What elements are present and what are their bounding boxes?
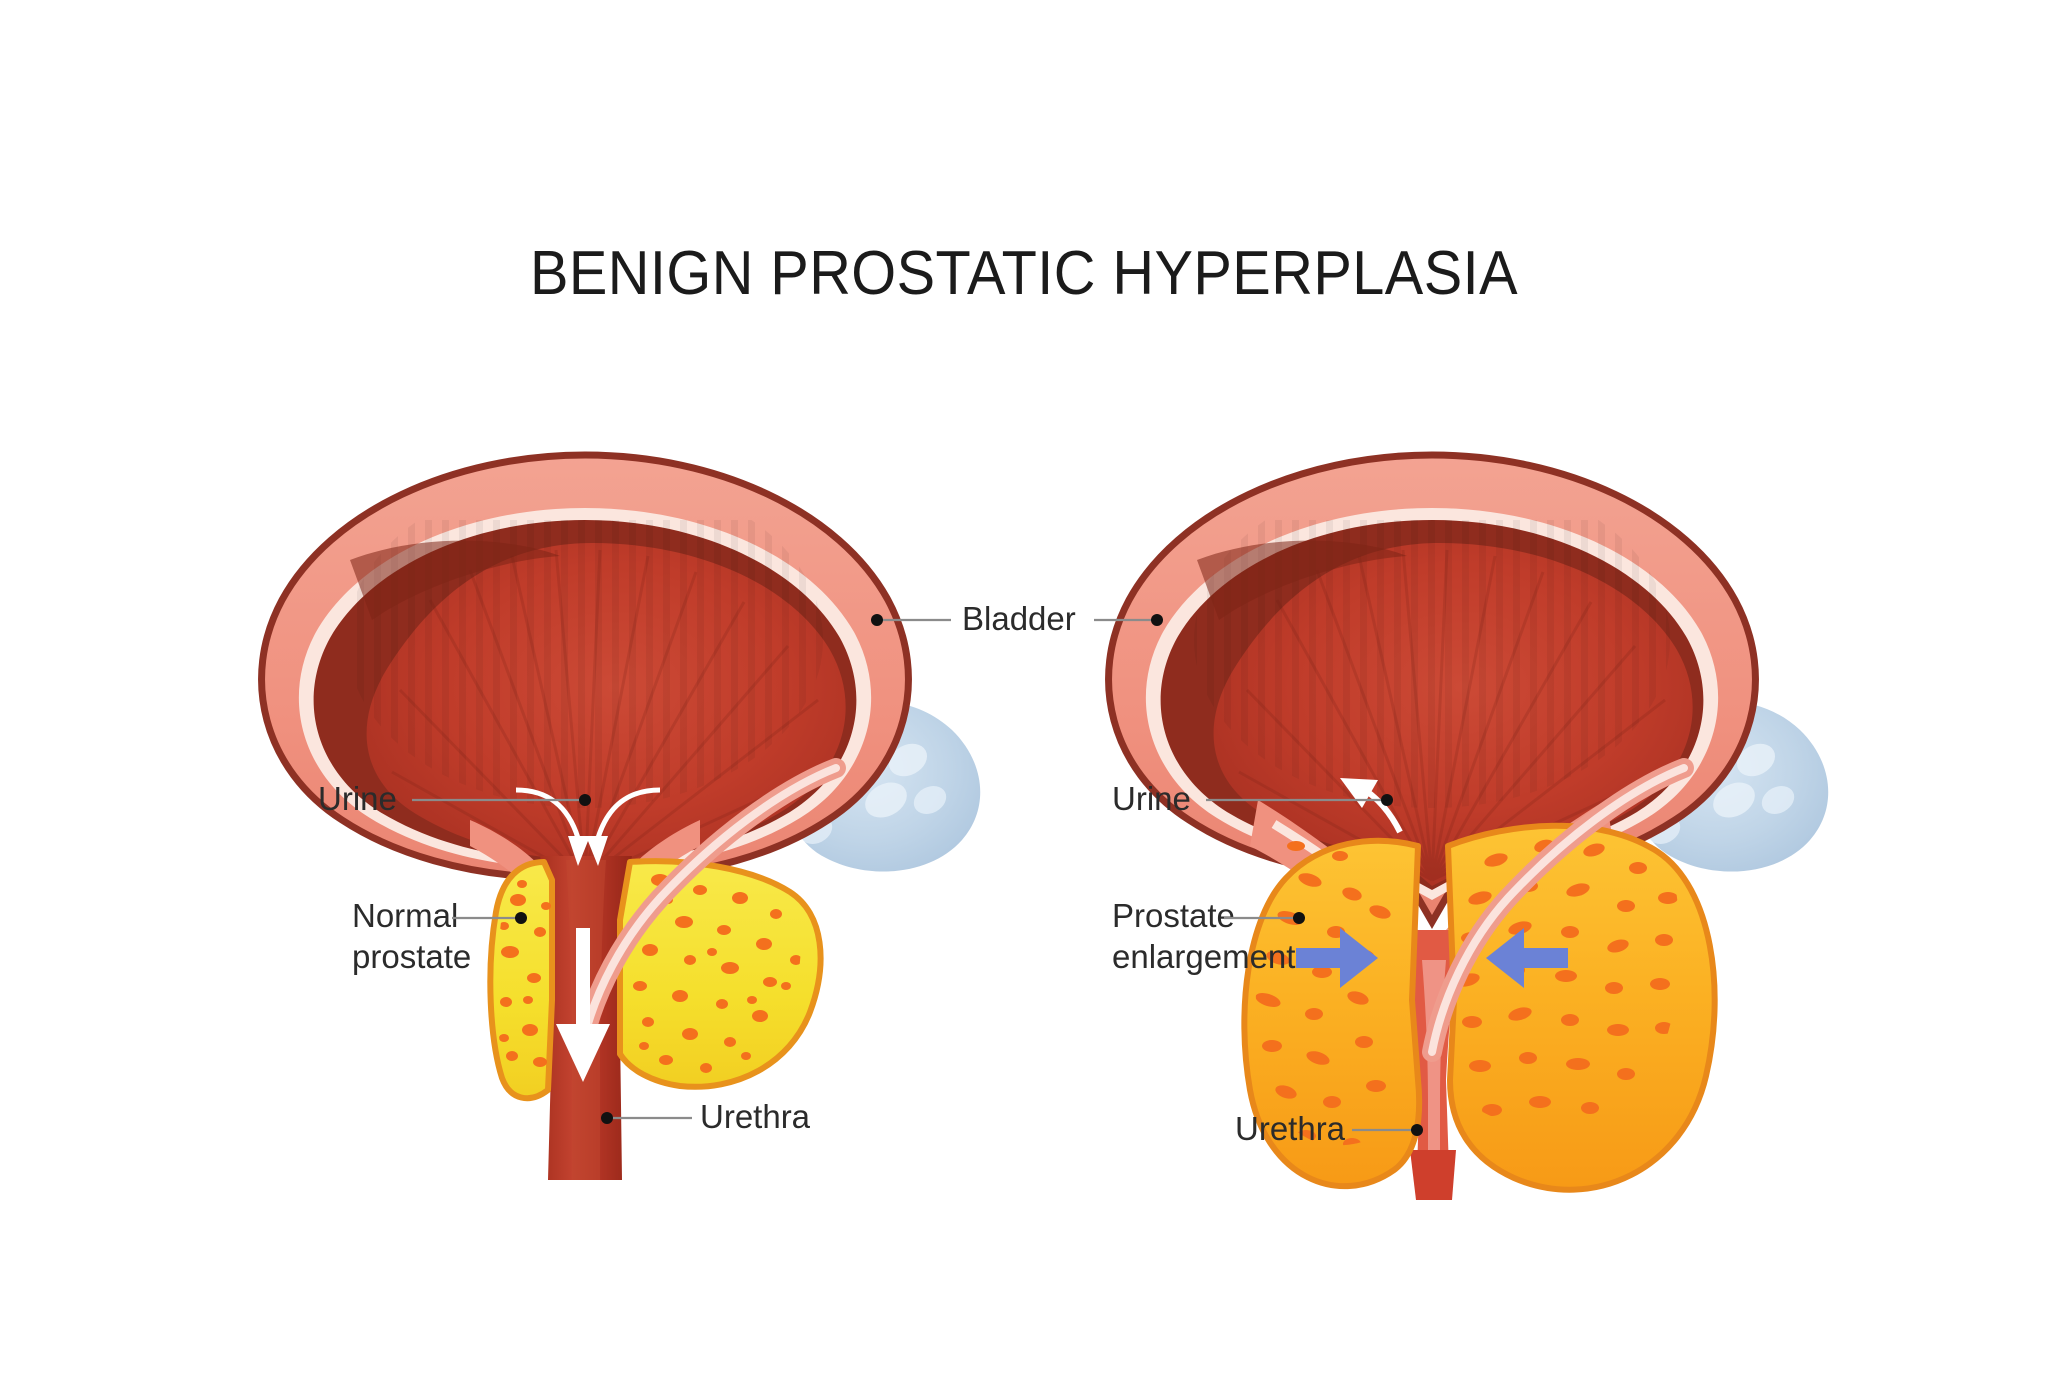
compression-arrows bbox=[1296, 928, 1568, 988]
label-urine-right-text: Urine bbox=[1112, 780, 1191, 817]
leader-dot-urine-left bbox=[579, 794, 591, 806]
leader-dot-normal-prostate bbox=[515, 912, 527, 924]
label-normal-prostate-line1: Normal bbox=[352, 897, 458, 934]
panel-normal-anatomy bbox=[258, 451, 981, 1180]
bladder-fan-striations-left bbox=[391, 549, 819, 882]
label-urethra-left-text: Urethra bbox=[700, 1098, 811, 1135]
leader-dot-urine-right bbox=[1381, 794, 1393, 806]
page-title: BENIGN PROSTATIC HYPERPLASIA bbox=[529, 239, 1519, 308]
ejaculatory-duct-left bbox=[574, 758, 846, 1048]
leader-dot-bladder-right bbox=[1151, 614, 1163, 626]
label-bladder-text: Bladder bbox=[962, 600, 1076, 637]
ejaculatory-duct-right bbox=[1422, 758, 1694, 1062]
label-normal-prostate: Normal prostate bbox=[352, 897, 527, 975]
label-bladder: Bladder bbox=[871, 600, 1163, 637]
label-urine-right: Urine bbox=[1112, 780, 1393, 817]
bladder-left bbox=[258, 451, 912, 930]
prostate-enlarged-right bbox=[1241, 822, 1718, 1193]
label-prostate-enlargement-line2: enlargement bbox=[1112, 938, 1295, 975]
leader-dot-prostate-enlargement bbox=[1293, 912, 1305, 924]
panel-bph bbox=[1105, 451, 1829, 1200]
label-urine-left-text: Urine bbox=[318, 780, 397, 817]
urine-flow-arrows-left bbox=[515, 787, 661, 1082]
label-urethra-right-text: Urethra bbox=[1235, 1110, 1346, 1147]
label-prostate-enlargement-line1: Prostate bbox=[1112, 897, 1235, 934]
leader-dot-urethra-left bbox=[601, 1112, 613, 1124]
label-urethra-left: Urethra bbox=[601, 1098, 811, 1135]
label-prostate-enlargement: Prostate enlargement bbox=[1112, 897, 1305, 975]
label-normal-prostate-line2: prostate bbox=[352, 938, 471, 975]
urine-obstruction-arrow-right bbox=[1340, 778, 1403, 834]
label-urine-left: Urine bbox=[318, 780, 591, 817]
prostate-speckles-left bbox=[499, 874, 802, 1073]
prostate-normal-left bbox=[487, 858, 824, 1101]
compression-arrow-right bbox=[1486, 928, 1568, 988]
leader-dot-bladder-left bbox=[871, 614, 883, 626]
leader-dot-urethra-right bbox=[1411, 1124, 1423, 1136]
compression-arrow-left bbox=[1296, 928, 1378, 988]
label-urethra-right: Urethra bbox=[1235, 1110, 1423, 1147]
